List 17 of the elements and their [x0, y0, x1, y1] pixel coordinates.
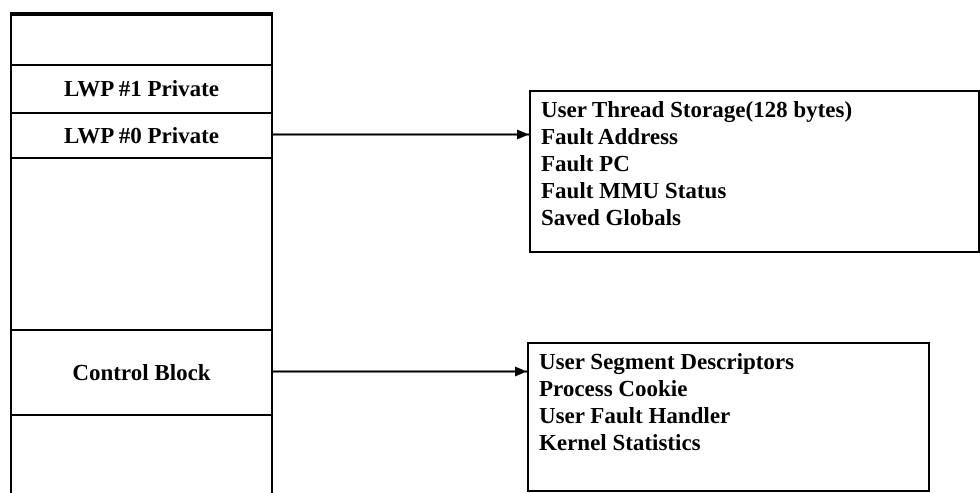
field-label: Process Cookie [539, 375, 688, 402]
field-label: User Thread Storage(128 bytes) [541, 96, 854, 123]
field-label: User Fault Handler [539, 402, 732, 429]
cell-label: LWP #1 Private [64, 76, 220, 102]
arrow [271, 366, 527, 376]
arrow [271, 130, 529, 140]
field-list-box [529, 90, 980, 253]
field-label: Saved Globals [541, 204, 682, 231]
cell-label: LWP #0 Private [64, 122, 220, 148]
field-label: Kernel Statistics [539, 429, 702, 456]
field-list-box [527, 342, 930, 492]
field-label: Fault Address [541, 123, 679, 150]
memory-column [10, 12, 273, 493]
field-label: User Segment Descriptors [539, 348, 796, 375]
cell-label: Control Block [72, 360, 211, 386]
field-label: Fault PC [541, 150, 631, 177]
field-label: Fault MMU Status [541, 177, 728, 204]
